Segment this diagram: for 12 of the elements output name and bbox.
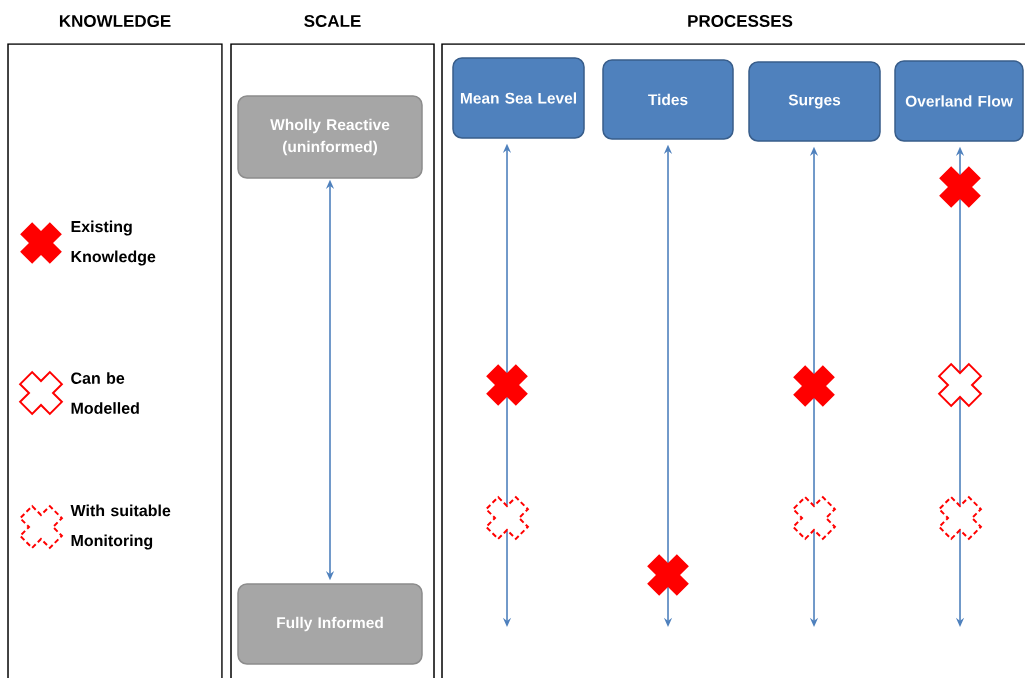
- process-box: Tides: [602, 59, 734, 140]
- process-box: Overland Flow: [894, 60, 1024, 142]
- legend-text: Can be Modelled: [71, 372, 139, 414]
- scale-box: Wholly Reactive (uninformed): [237, 95, 423, 179]
- process-box: Mean Sea Level: [452, 57, 585, 139]
- legend-text: With suitable Monitoring: [70, 504, 171, 550]
- scale-box: Fully Informed: [237, 583, 423, 665]
- process-box: Surges: [748, 61, 881, 142]
- node-label: SCALE: [304, 14, 361, 28]
- legend-text: Existing Knowledge: [71, 220, 156, 266]
- node-label: PROCESSES: [688, 14, 793, 28]
- node-label: KNOWLEDGE: [59, 14, 171, 28]
